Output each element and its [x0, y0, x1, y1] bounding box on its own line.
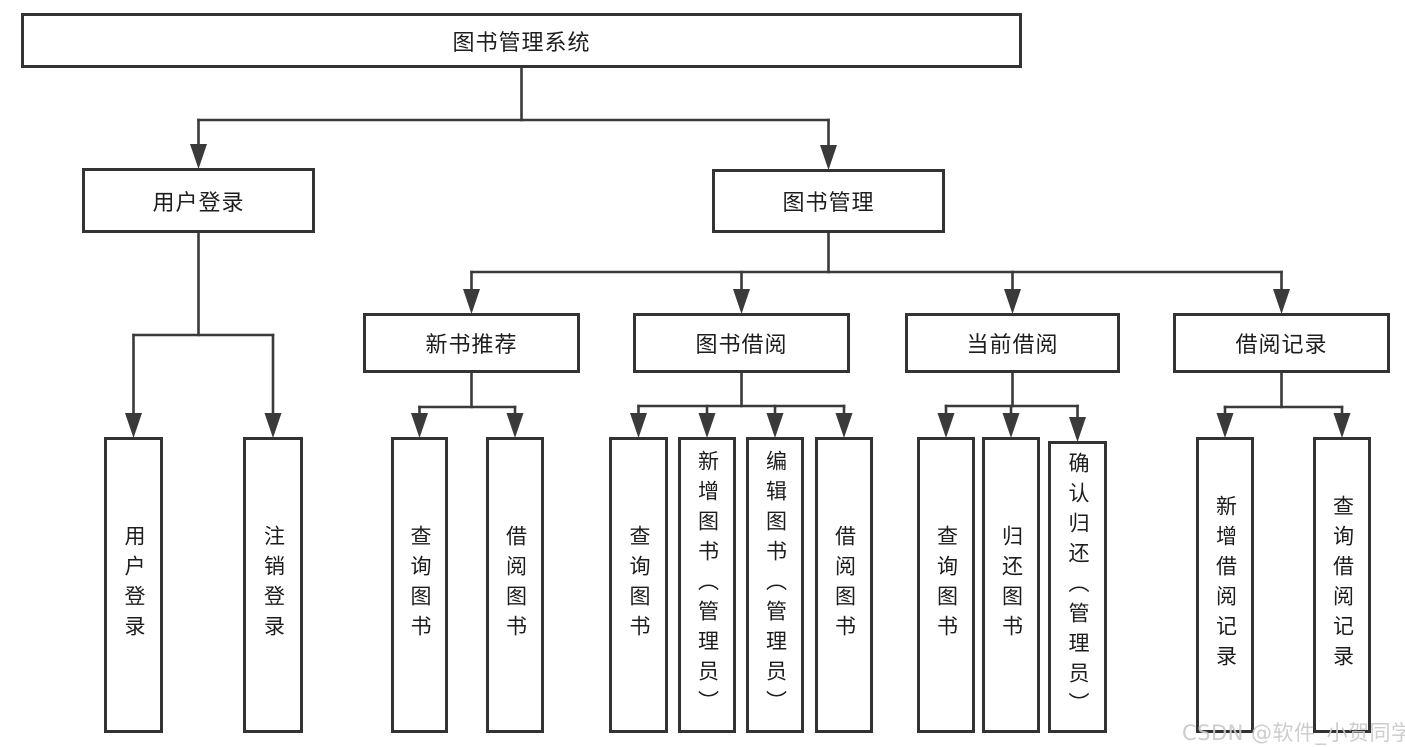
- node-login1: 用户登录: [104, 437, 163, 733]
- node-current: 当前借阅: [905, 313, 1120, 373]
- node-cur3: 确认归还（管理员）: [1048, 441, 1107, 733]
- node-cur1: 查询图书: [917, 437, 975, 733]
- node-cur2: 归还图书: [982, 437, 1040, 733]
- node-bor4: 借阅图书: [815, 437, 873, 733]
- node-mgmt: 图书管理: [712, 169, 945, 233]
- node-borrow: 图书借阅: [633, 313, 850, 373]
- node-rec2: 借阅图书: [486, 437, 544, 733]
- node-rcd1: 新增借阅记录: [1196, 437, 1254, 733]
- node-rec1: 查询图书: [391, 437, 448, 733]
- node-records: 借阅记录: [1173, 313, 1390, 373]
- node-bor1: 查询图书: [609, 437, 668, 733]
- node-root: 图书管理系统: [21, 13, 1022, 68]
- node-bor3: 编辑图书（管理员）: [746, 437, 804, 733]
- node-rcd2: 查询借阅记录: [1313, 437, 1371, 733]
- node-rec: 新书推荐: [363, 313, 580, 373]
- node-login: 用户登录: [82, 168, 315, 233]
- node-bor2: 新增图书（管理员）: [678, 437, 736, 733]
- node-login2: 注销登录: [243, 437, 303, 733]
- watermark: CSDN @软件_小贺同学: [1182, 721, 1405, 745]
